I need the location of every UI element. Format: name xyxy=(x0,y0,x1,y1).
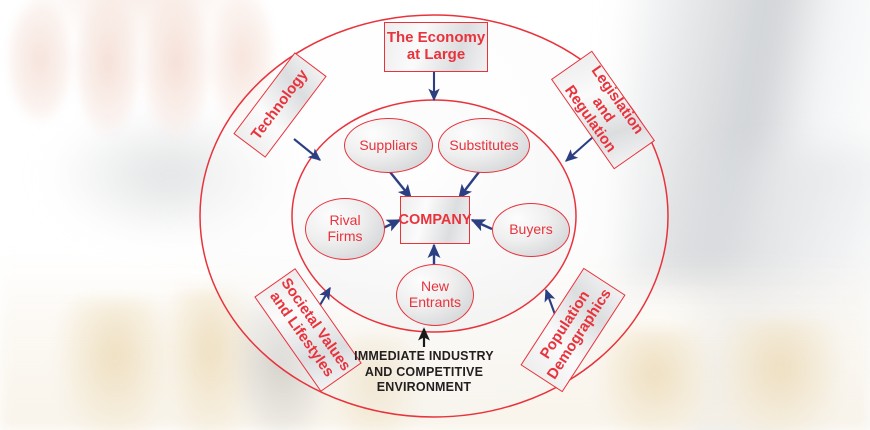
node-company[interactable]: COMPANY xyxy=(398,196,472,244)
arrow-buyers-to-company xyxy=(470,218,493,232)
node-substitutes[interactable]: Substitutes xyxy=(438,118,530,173)
arrow-suppliars-to-company xyxy=(389,171,412,200)
node-new-entrants[interactable]: New Entrants xyxy=(396,264,474,326)
node-rival-firms-label: Rival Firms xyxy=(327,212,363,244)
node-rival-firms[interactable]: Rival Firms xyxy=(305,198,385,260)
node-new-entrants-label: New Entrants xyxy=(408,278,462,310)
node-suppliars-label: Suppliars xyxy=(359,136,418,153)
arrow-technology-to-ring xyxy=(293,138,321,161)
caption-text: IMMEDIATE INDUSTRY AND COMPETITIVE ENVIR… xyxy=(354,349,494,395)
background-chess-pawn-1 xyxy=(60,300,170,430)
node-economy[interactable]: The Economy at Large xyxy=(384,22,488,72)
node-substitutes-label: Substitutes xyxy=(449,136,519,153)
arrow-substitutes-to-company xyxy=(458,171,480,200)
background-chess-pawn-5 xyxy=(600,330,710,430)
node-suppliars[interactable]: Suppliars xyxy=(344,118,433,173)
caption-immediate-industry: IMMEDIATE INDUSTRY AND COMPETITIVE ENVIR… xyxy=(334,349,514,396)
arrow-legislation-to-ring xyxy=(565,136,594,162)
node-buyers-label: Buyers xyxy=(509,221,553,238)
node-economy-label: The Economy at Large xyxy=(386,29,486,63)
node-company-label: COMPANY xyxy=(398,211,472,228)
node-buyers[interactable]: Buyers xyxy=(492,203,570,257)
background-chess-pawn-6 xyxy=(720,320,840,430)
